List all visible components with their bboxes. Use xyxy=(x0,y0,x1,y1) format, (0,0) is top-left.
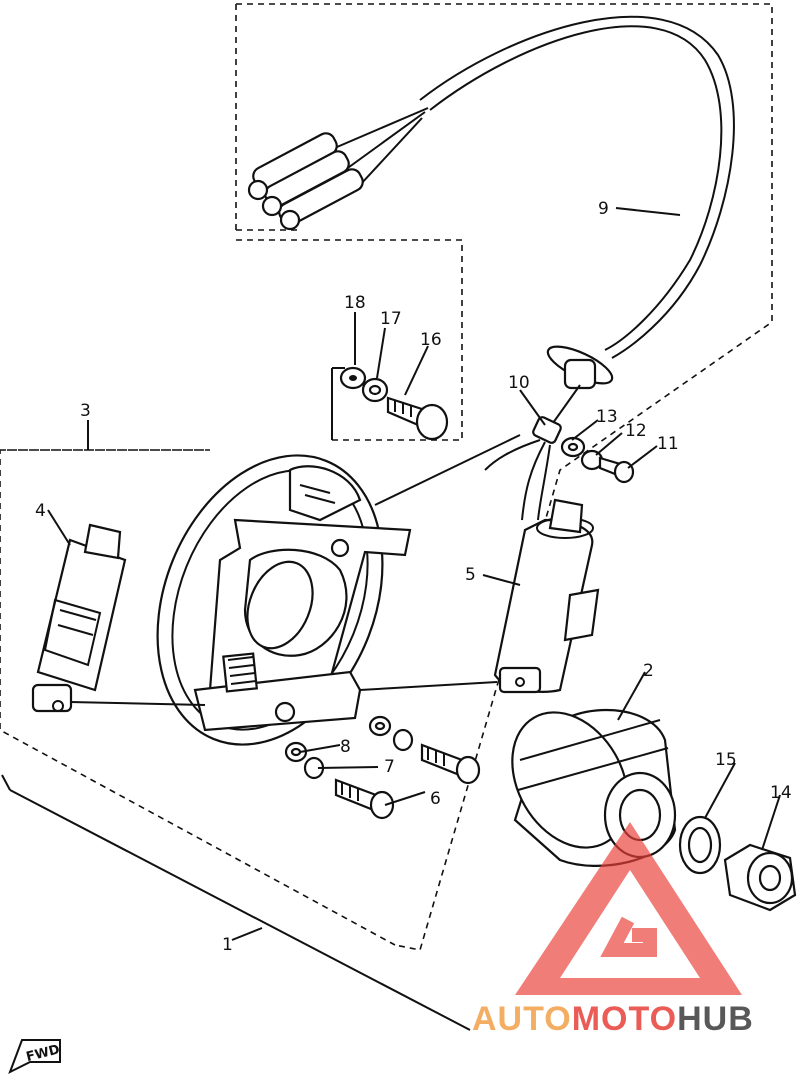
base-line xyxy=(9,789,471,1031)
callout-17: 17 xyxy=(380,309,402,329)
callout-13: 13 xyxy=(596,407,618,427)
callout-8: 8 xyxy=(340,737,351,757)
callout-11: 11 xyxy=(657,434,679,454)
callout-12: 12 xyxy=(625,421,647,441)
harness-group-outline xyxy=(236,3,773,951)
watermark-auto: AUTO xyxy=(472,1000,572,1038)
callout-7: 7 xyxy=(384,757,395,777)
stator-lead xyxy=(374,434,521,506)
watermark-moto: MOTO xyxy=(572,1000,677,1038)
watermark-hub: HUB xyxy=(677,1000,754,1038)
callout-14: 14 xyxy=(770,783,792,803)
fwd-direction-arrow: FWD xyxy=(8,1039,62,1075)
ignition-coil xyxy=(493,498,600,694)
automotohub-watermark: AUTOMOTOHUB xyxy=(472,822,754,1038)
washer-7a xyxy=(392,728,414,752)
callout-1: 1 xyxy=(222,935,233,955)
watermark-triangle-logo xyxy=(515,822,742,995)
group-outlines xyxy=(0,3,773,1031)
flywheel-rotor xyxy=(511,708,677,867)
callout-2: 2 xyxy=(643,661,654,681)
grommet xyxy=(484,345,614,521)
upper-fastener-set xyxy=(339,366,449,441)
stator-assembly xyxy=(156,434,521,746)
callout-16: 16 xyxy=(420,330,442,350)
callout-9: 9 xyxy=(598,199,609,219)
callout-labels: 1 2 3 4 5 6 7 8 9 10 11 12 13 14 15 16 1… xyxy=(35,199,792,955)
leader-lines xyxy=(47,207,781,941)
watermark-text: AUTOMOTOHUB xyxy=(472,1000,754,1038)
harness-cable-inner xyxy=(419,15,735,359)
screw-group-outline xyxy=(236,239,463,441)
grommet-leads xyxy=(484,439,551,521)
callout-3: 3 xyxy=(80,401,91,421)
base-line-end xyxy=(1,774,11,791)
stator-group-outline xyxy=(0,449,396,946)
stator-fasteners xyxy=(284,715,481,820)
harness-cable xyxy=(429,25,723,351)
callout-4: 4 xyxy=(35,501,46,521)
callout-18: 18 xyxy=(344,293,366,313)
wire-harness xyxy=(247,15,735,359)
harness-wires xyxy=(329,107,429,186)
callout-10: 10 xyxy=(508,373,530,393)
callout-6: 6 xyxy=(430,789,441,809)
callout-15: 15 xyxy=(715,750,737,770)
harness-connectors xyxy=(247,132,364,231)
flywheel-nut xyxy=(723,843,797,912)
callout-5: 5 xyxy=(465,565,476,585)
cdi-unit xyxy=(31,523,127,713)
